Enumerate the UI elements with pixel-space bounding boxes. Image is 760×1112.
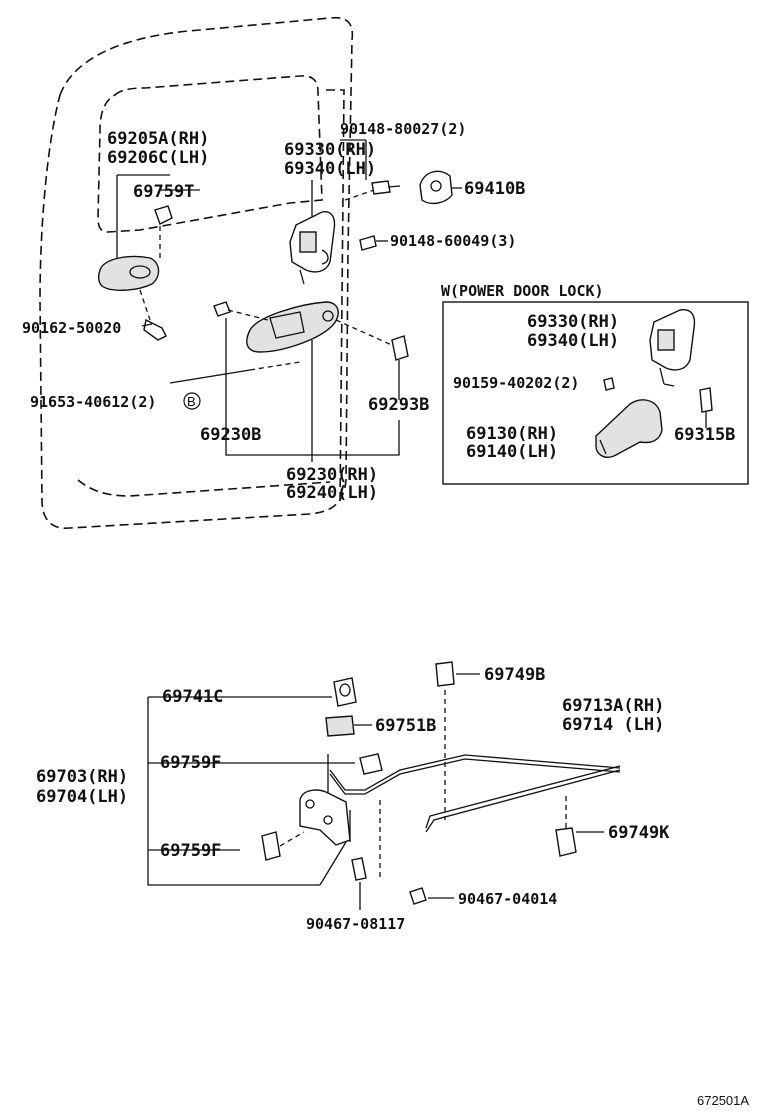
part-labels-rods: 69741C 69749B 69751B 69713A(RH) 69714 (L… <box>36 665 670 933</box>
part-labels-top: 69205A(RH) 69206C(LH) 69759T 69330(RH) 6… <box>22 120 525 503</box>
rod-assembly <box>147 661 621 910</box>
label-69759t: 69759T <box>133 182 194 202</box>
label-69206c: 69206C(LH) <box>107 148 209 168</box>
power-door-lock-title: W(POWER DOOR LOCK) <box>441 282 604 300</box>
label-69714-lh: 69714 (LH) <box>562 715 664 735</box>
label-90159-40202: 90159-40202(2) <box>453 374 579 392</box>
label-69704-lh: 69704(LH) <box>36 787 128 807</box>
figure-code: 672501A <box>697 1093 749 1108</box>
label-69703-rh: 69703(RH) <box>36 767 128 787</box>
label-90467-08117: 90467-08117 <box>306 915 405 933</box>
label-69315b: 69315B <box>674 425 735 445</box>
label-69340-lh-a: 69340(LH) <box>284 159 376 179</box>
label-90148-80027: 90148-80027(2) <box>340 120 466 138</box>
label-69230b: 69230B <box>200 425 261 445</box>
label-69751b: 69751B <box>375 716 436 736</box>
label-69741c: 69741C <box>162 687 223 707</box>
label-69293b: 69293B <box>368 395 429 415</box>
leader-lines-top <box>160 139 367 384</box>
door-lock-assembly <box>289 170 462 285</box>
door-outline <box>39 16 354 529</box>
label-69330-rh-a: 69330(RH) <box>284 140 376 160</box>
label-69340-lh-b: 69340(LH) <box>527 331 619 351</box>
outside-handle-assembly <box>213 301 409 462</box>
marker-b: B <box>187 394 196 409</box>
label-69713a-rh: 69713A(RH) <box>562 696 664 716</box>
inside-handle-assembly <box>97 174 173 341</box>
label-69140-lh: 69140(LH) <box>466 442 558 462</box>
label-69330-rh-b: 69330(RH) <box>527 312 619 332</box>
label-91653-40612: 91653-40612(2) <box>30 393 156 411</box>
label-69759f-lower: 69759F <box>160 841 221 861</box>
label-69410b: 69410B <box>464 179 525 199</box>
label-69749b: 69749B <box>484 665 545 685</box>
label-69205a: 69205A(RH) <box>107 129 209 149</box>
power-door-lock-box <box>442 301 749 485</box>
label-69240-lh: 69240(LH) <box>286 483 378 503</box>
label-90467-04014: 90467-04014 <box>458 890 557 908</box>
label-69749k: 69749K <box>608 823 670 843</box>
label-90162-50020: 90162-50020 <box>22 319 121 337</box>
label-69759f-upper: 69759F <box>160 753 221 773</box>
label-69230-rh: 69230(RH) <box>286 465 378 485</box>
label-90148-60049: 90148-60049(3) <box>390 232 516 250</box>
marker-b-circle <box>183 392 201 410</box>
label-69130-rh: 69130(RH) <box>466 424 558 444</box>
part-labels-power-lock: W(POWER DOOR LOCK) 69330(RH) 69340(LH) 9… <box>441 282 735 462</box>
